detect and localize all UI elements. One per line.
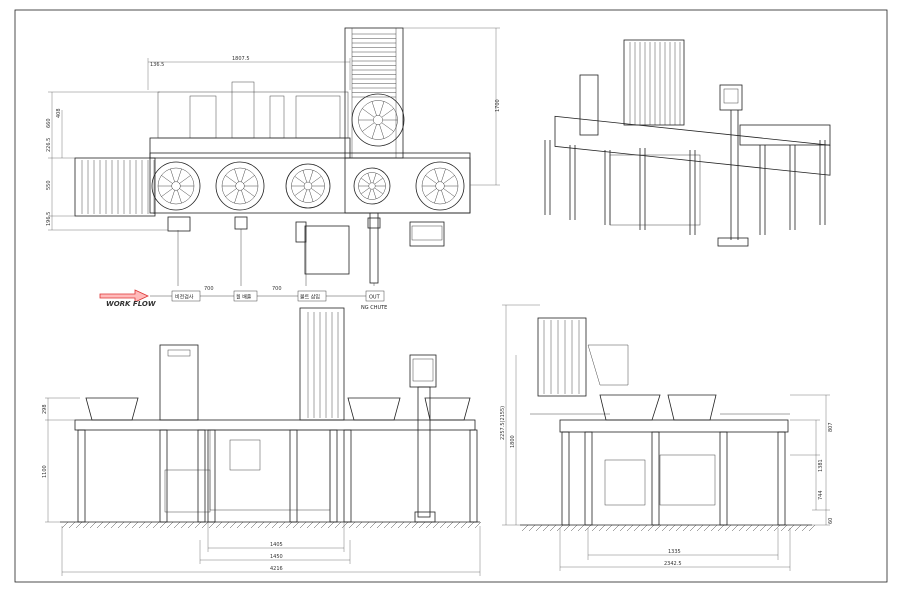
dim-side-h2: 1800	[510, 435, 516, 448]
flow-distance-2: 700	[272, 286, 282, 292]
dim-front-height-left: 1100	[42, 465, 48, 478]
dim-top-width: 1807.5	[232, 56, 250, 62]
dim-side-r4: 60	[828, 518, 834, 524]
dim-top-v2: 408	[56, 108, 62, 118]
dim-side-r3: 744	[818, 490, 824, 500]
side-view: 2257.5(2155) 1800 807 1381 744 60 1335 2…	[500, 304, 834, 571]
isometric-view	[544, 39, 831, 247]
sheet-border	[14, 9, 888, 583]
dim-front-height-top: 298	[42, 404, 48, 414]
flow-step-3: 볼트 삽입	[300, 294, 320, 301]
dim-top-v1: 660	[46, 118, 52, 128]
dim-front-w3: 4216	[270, 566, 283, 572]
top-view: 1807.5 136.5 1700 660 408 226.5 550 196.…	[46, 27, 501, 284]
dim-front-w1: 1405	[270, 542, 283, 548]
front-view: 298 1100 1405 1450 4216	[42, 307, 482, 576]
ng-chute-label: NG CHUTE	[361, 305, 387, 311]
dim-front-w2: 1450	[270, 554, 283, 560]
dim-top-v3: 226.5	[46, 138, 52, 152]
dim-side-r1: 807	[828, 422, 834, 432]
workflow-arrow-icon	[99, 289, 149, 303]
dim-top-v4: 550	[46, 180, 52, 190]
dim-side-r2: 1381	[818, 459, 824, 472]
workflow-diagram: WORK FLOW 비전검사 휠 배출 볼트 삽입 OUT 700 700 NG…	[99, 229, 387, 311]
dim-top-height: 1700	[495, 99, 501, 112]
flow-step-1: 비전검사	[175, 294, 194, 301]
flow-step-4: OUT	[369, 295, 381, 301]
dim-top-v5: 196.5	[46, 212, 52, 226]
dim-top-left-offset: 136.5	[150, 62, 164, 68]
dim-side-height-total: 2257.5(2155)	[500, 406, 506, 440]
flow-distance-1: 700	[204, 286, 214, 292]
dim-side-w1: 1335	[668, 549, 681, 555]
flow-step-2: 휠 배출	[236, 294, 252, 301]
dim-side-w2: 2342.5	[664, 561, 682, 567]
workflow-label: WORK FLOW	[106, 300, 156, 308]
